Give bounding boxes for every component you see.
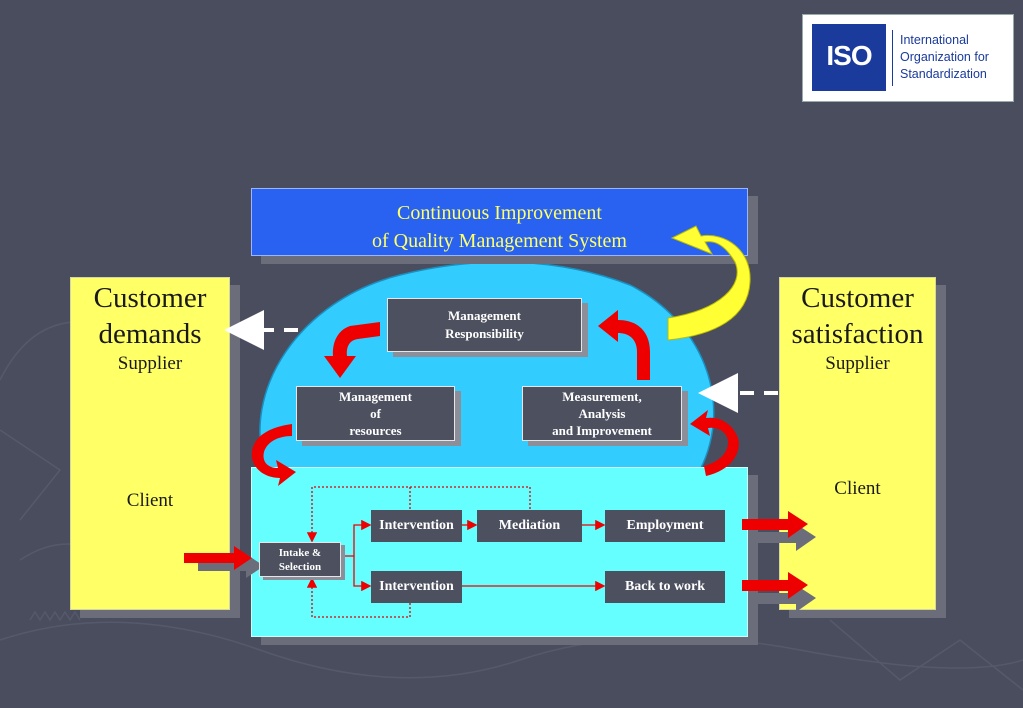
iso-globe-icon xyxy=(812,24,886,91)
mgmt-res-line-2: of xyxy=(370,406,381,421)
customer-satisfaction-panel: Customer satisfaction Supplier Client xyxy=(779,277,936,610)
meas-line-1: Measurement, xyxy=(562,389,642,404)
cycle-red-arrows xyxy=(251,310,739,486)
measurement-analysis-box: Measurement, Analysis and Improvement xyxy=(522,386,682,441)
back-to-work-box: Back to work xyxy=(605,571,725,603)
management-responsibility-box: Management Responsibility xyxy=(387,298,582,352)
employment-box: Employment xyxy=(605,510,725,542)
process-connectors xyxy=(342,519,606,592)
iso-name-line-2: Organization for xyxy=(900,50,989,64)
left-supplier-label: Supplier xyxy=(117,353,183,374)
left-client-label: Client xyxy=(126,490,174,511)
banner-line-2: of Quality Management System xyxy=(372,230,627,252)
intake-line-1: Intake & xyxy=(278,547,322,559)
iso-name-line-1: International xyxy=(900,33,969,47)
continuous-improvement-banner: Continuous Improvement of Quality Manage… xyxy=(251,188,748,256)
iso-name-line-3: Standardization xyxy=(900,67,987,81)
management-of-resources-box: Management of resources xyxy=(296,386,455,441)
customer-demands-title-1: Customer xyxy=(93,282,207,314)
improvement-loop-arrow xyxy=(667,225,751,341)
mediation-box: Mediation xyxy=(477,510,582,542)
intake-line-2: Selection xyxy=(278,561,322,573)
mgmt-resp-line-2: Responsibility xyxy=(445,326,524,341)
customer-demands-title-2: demands xyxy=(98,318,202,350)
mgmt-res-line-1: Management xyxy=(339,389,412,404)
mgmt-resp-line-1: Management xyxy=(448,308,521,323)
right-supplier-label: Supplier xyxy=(825,353,890,374)
inflow-arrow xyxy=(184,546,264,578)
customer-satisfaction-title-1: Customer xyxy=(801,282,914,314)
meas-line-2: Analysis xyxy=(578,406,626,421)
intake-selection-box: Intake & Selection xyxy=(259,542,341,577)
iso-emblem-text: ISO xyxy=(826,40,872,71)
feedback-dashed-arrows xyxy=(224,310,778,413)
intervention-top-box: Intervention xyxy=(371,510,462,542)
meas-line-3: and Improvement xyxy=(552,423,652,438)
outflow-arrows xyxy=(742,511,816,612)
intervention-bottom-box: Intervention xyxy=(371,571,462,603)
customer-satisfaction-title-2: satisfaction xyxy=(791,318,924,350)
iso-organization-name: International Organization for Standardi… xyxy=(900,32,989,83)
iso-divider xyxy=(892,30,893,86)
mgmt-res-line-3: resources xyxy=(349,423,402,438)
banner-line-1: Continuous Improvement xyxy=(397,202,602,224)
right-client-label: Client xyxy=(834,478,881,499)
